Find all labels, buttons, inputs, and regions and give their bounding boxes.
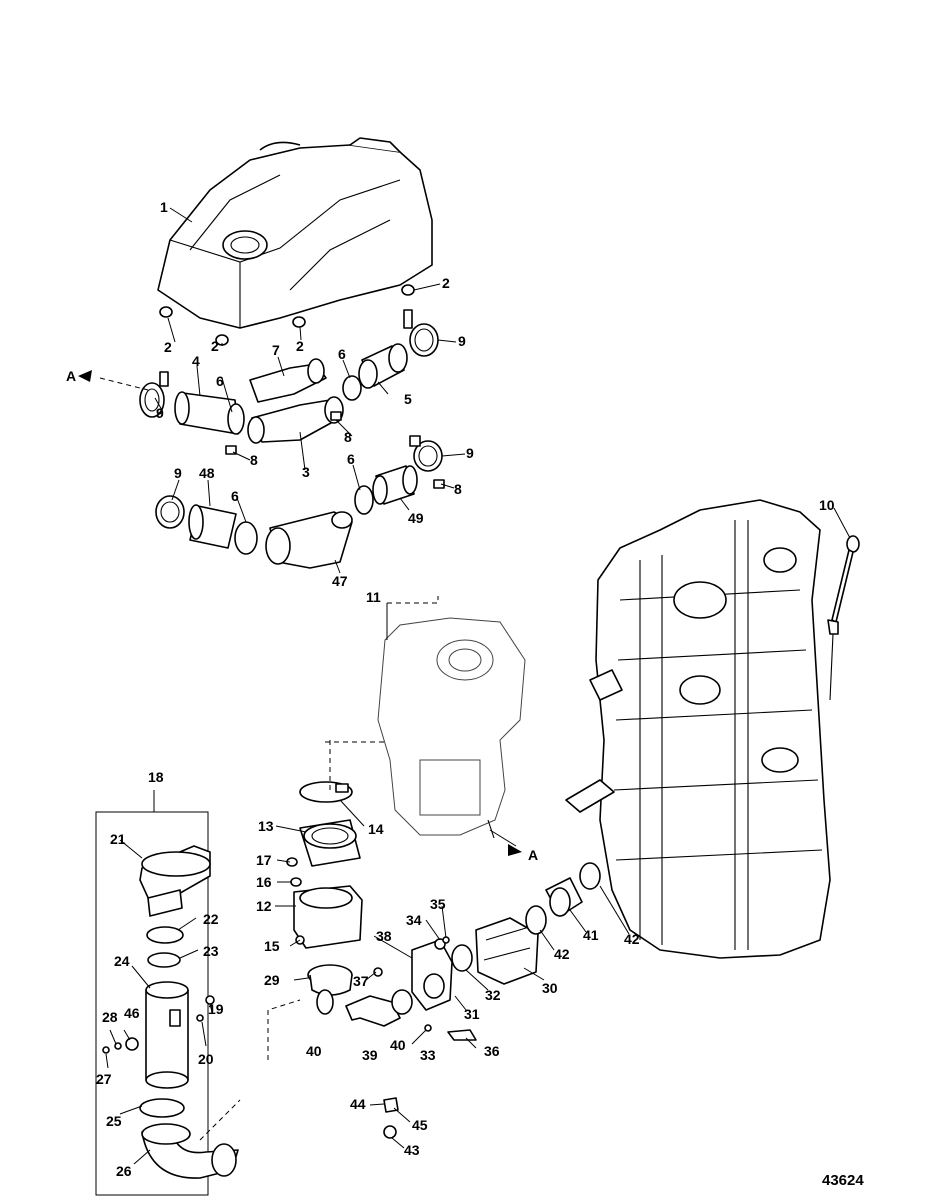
top-cowl [157, 137, 433, 329]
callout-21: 21 [110, 831, 126, 847]
callout-25: 25 [106, 1113, 122, 1129]
figure-id: 43624 [822, 1172, 864, 1189]
callout-3: 3 [302, 464, 310, 480]
arrow-a-right: A [508, 844, 538, 863]
callout-47: 47 [332, 573, 348, 589]
callout-42: 42 [624, 931, 640, 947]
callout-1: 1 [160, 199, 168, 215]
callout-15: 15 [264, 938, 280, 954]
throttle-housing-ghost [377, 617, 526, 839]
callout-12: 12 [256, 898, 272, 914]
callout-32: 32 [485, 987, 501, 1003]
callout-48: 48 [199, 465, 215, 481]
callout-36: 36 [484, 1043, 500, 1059]
callout-27: 27 [96, 1071, 112, 1087]
callout-34: 34 [406, 912, 422, 928]
callout-6: 6 [347, 451, 355, 467]
callout-33: 33 [420, 1047, 436, 1063]
intake-assembly [286, 781, 363, 949]
callout-26: 26 [116, 1163, 132, 1179]
arrow-a-left-label: A [66, 368, 76, 384]
callout-28: 28 [102, 1009, 118, 1025]
callout-6: 6 [338, 346, 346, 362]
callout-10: 10 [819, 497, 835, 513]
callout-41: 41 [583, 927, 599, 943]
connectors [307, 862, 601, 1139]
callout-14: 14 [368, 821, 384, 837]
callout-9: 9 [466, 445, 474, 461]
callout-19: 19 [208, 1001, 224, 1017]
callout-29: 29 [264, 972, 280, 988]
leader-lines [99, 207, 851, 1165]
callout-9: 9 [156, 405, 164, 421]
callout-6: 6 [231, 488, 239, 504]
callout-20: 20 [198, 1051, 214, 1067]
lower-hoses [155, 465, 418, 569]
callout-40: 40 [390, 1037, 406, 1053]
callout-16: 16 [256, 874, 272, 890]
callout-2: 2 [442, 275, 450, 291]
callout-7: 7 [272, 342, 280, 358]
callout-49: 49 [408, 510, 424, 526]
callout-42: 42 [554, 946, 570, 962]
callout-35: 35 [430, 896, 446, 912]
callout-9: 9 [458, 333, 466, 349]
upper-hoses [139, 309, 445, 489]
callout-46: 46 [124, 1005, 140, 1021]
callout-22: 22 [203, 911, 219, 927]
callout-13: 13 [258, 818, 274, 834]
callout-labels: 1 2 2 2 2 9 7 6 4 6 5 9 8 9 8 3 6 8 9 48… [96, 199, 864, 1189]
callout-43: 43 [404, 1142, 420, 1158]
callout-9: 9 [174, 465, 182, 481]
callout-38: 38 [376, 928, 392, 944]
callout-18: 18 [148, 769, 164, 785]
arrow-a-left: A [66, 368, 92, 384]
callout-17: 17 [256, 852, 272, 868]
callout-37: 37 [353, 973, 369, 989]
callout-8: 8 [250, 452, 258, 468]
callout-2: 2 [211, 338, 219, 354]
callout-11: 11 [366, 589, 381, 605]
callout-8: 8 [344, 429, 352, 445]
callout-23: 23 [203, 943, 219, 959]
grommets [159, 284, 415, 346]
callout-45: 45 [412, 1117, 428, 1133]
callout-24: 24 [114, 953, 130, 969]
callout-44: 44 [350, 1096, 366, 1112]
callout-40: 40 [306, 1043, 322, 1059]
callout-5: 5 [404, 391, 412, 407]
callout-6: 6 [216, 373, 224, 389]
callout-2: 2 [164, 339, 172, 355]
engine-block [565, 499, 831, 959]
arrow-a-right-label: A [528, 847, 538, 863]
callout-8: 8 [454, 481, 462, 497]
callout-39: 39 [362, 1047, 378, 1063]
callout-4: 4 [192, 353, 200, 369]
callout-31: 31 [464, 1006, 480, 1022]
callout-2: 2 [296, 338, 304, 354]
callout-30: 30 [542, 980, 558, 996]
dipstick [827, 535, 860, 701]
kit-box [95, 790, 239, 1196]
